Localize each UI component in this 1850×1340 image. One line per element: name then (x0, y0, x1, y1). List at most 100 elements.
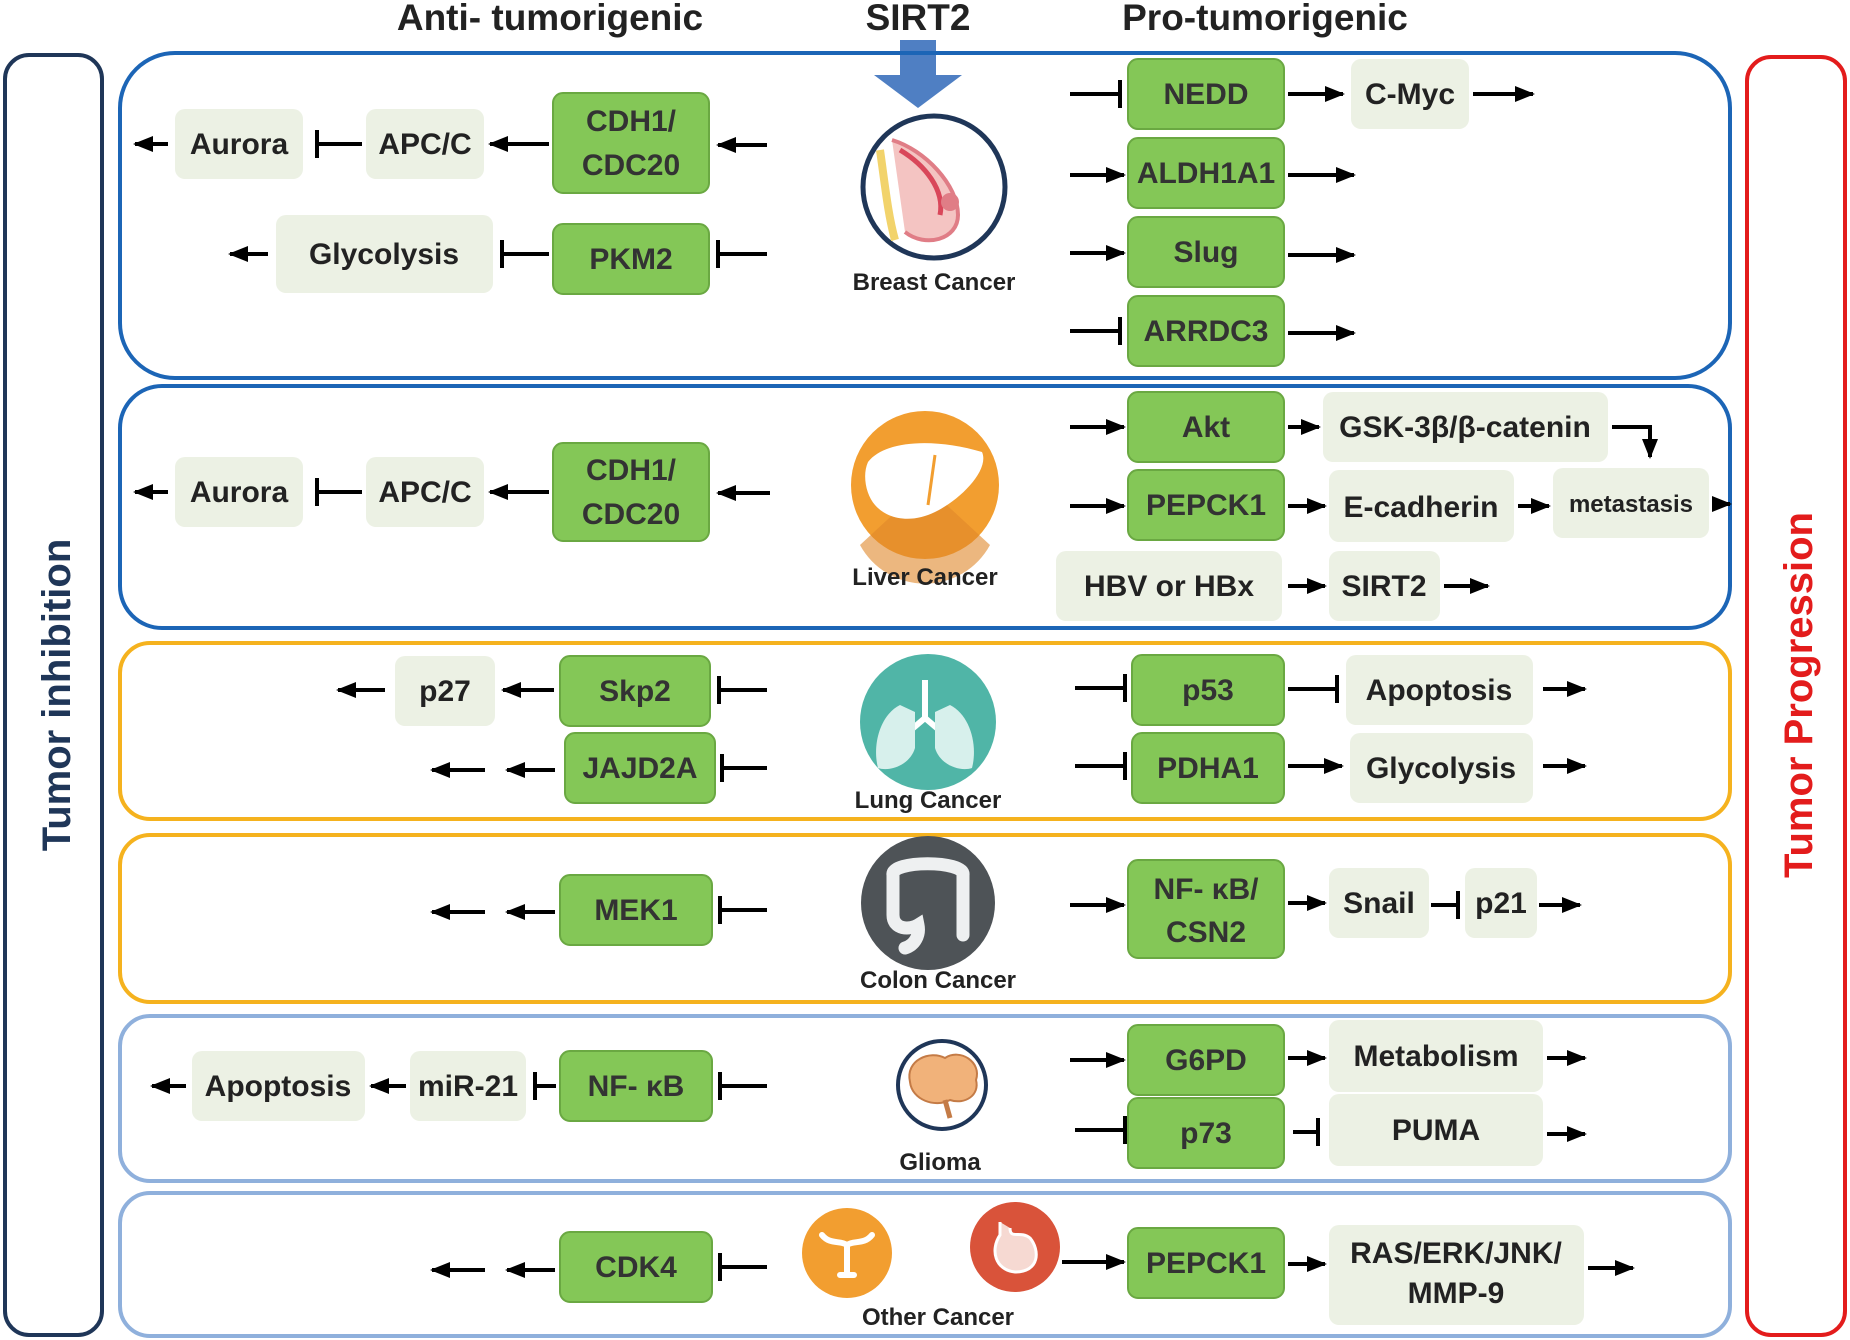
node-e-cadherin (1329, 470, 1514, 542)
node-glycolysis-lung (1350, 733, 1533, 803)
node-cdc20-label: CDC20 (582, 149, 680, 182)
tumor-progression-label: Tumor Progression (1777, 512, 1821, 878)
node-slug (1127, 216, 1285, 288)
node-cdh1-cdc20-liver (552, 442, 710, 542)
node-nfkb-csn2-label-a: NF- κB/ (1153, 873, 1259, 906)
node-pepck1-other-label: PEPCK1 (1146, 1247, 1266, 1280)
node-e-cadherin-label: E-cadherin (1343, 491, 1498, 524)
node-pkm2-label: PKM2 (589, 243, 672, 276)
node-nfkb-csn2 (1127, 859, 1285, 959)
node-nfkb-glioma (559, 1050, 713, 1122)
node-skp2 (559, 655, 711, 727)
node-mek1-label: MEK1 (594, 894, 677, 927)
node-apoptosis-lung-label: Apoptosis (1366, 674, 1513, 707)
node-metastasis (1553, 468, 1709, 538)
node-c-myc-label: C-Myc (1365, 78, 1455, 111)
uterus-icon (802, 1208, 892, 1298)
node-glycolysis-lung-label: Glycolysis (1366, 752, 1516, 785)
header-anti-tumorigenic: Anti- tumorigenic (397, 0, 703, 38)
other-cancer-label: Other Cancer (862, 1304, 1014, 1331)
node-cdc20-liver-label: CDC20 (582, 498, 680, 531)
node-hbv-hbx (1056, 551, 1282, 621)
node-gsk3b-catenin-label: GSK-3β/β-catenin (1339, 411, 1591, 444)
brain-icon (896, 1039, 988, 1131)
node-aurora-label: Aurora (190, 128, 289, 161)
panel-colon-cancer (118, 833, 1732, 1004)
node-p21 (1465, 868, 1537, 938)
node-cdh1-label: CDH1/ (586, 105, 677, 138)
node-p73 (1127, 1097, 1285, 1169)
node-pepck1 (1127, 469, 1285, 541)
node-nfkb-csn2-label-b: CSN2 (1166, 916, 1246, 949)
node-aurora-liver (175, 457, 303, 527)
colon-anti-edges (430, 896, 767, 924)
node-apoptosis-lung (1346, 655, 1533, 725)
node-nedd (1127, 58, 1285, 130)
liver-cancer-label: Liver Cancer (852, 564, 997, 591)
panel-breast-cancer (118, 51, 1732, 380)
node-cdh1-liver-label: CDH1/ (586, 454, 677, 487)
node-mek1 (559, 874, 713, 946)
node-aldh1a1-label: ALDH1A1 (1137, 157, 1275, 190)
node-aldh1a1 (1127, 137, 1285, 209)
node-apc-c (366, 109, 484, 179)
node-jajd2a-label: JAJD2A (582, 752, 697, 785)
panel-other-cancer (118, 1191, 1732, 1338)
node-puma-label: PUMA (1392, 1114, 1480, 1147)
colon-icon (861, 836, 995, 970)
node-akt-label: Akt (1182, 411, 1230, 444)
breast-cancer-label: Breast Cancer (853, 269, 1016, 296)
liver-anti-edges (133, 478, 770, 506)
node-p53 (1131, 654, 1285, 726)
node-jajd2a (564, 732, 716, 804)
node-cdh1-cdc20 (552, 92, 710, 194)
node-akt (1127, 391, 1285, 463)
node-apc-c-liver (366, 457, 484, 527)
node-arrdc3-label: ARRDC3 (1143, 315, 1268, 348)
colon-cancer-label: Colon Cancer (860, 967, 1016, 994)
node-cdk4-label: CDK4 (595, 1251, 677, 1284)
node-apc-c-liver-label: APC/C (378, 476, 471, 509)
node-pdha1 (1131, 732, 1285, 804)
breast-anti-edges (133, 130, 767, 268)
node-apoptosis-glioma (192, 1051, 365, 1121)
node-c-myc (1351, 59, 1469, 129)
node-nedd-label: NEDD (1163, 78, 1248, 111)
liver-icon (851, 411, 999, 584)
node-pepck1-label: PEPCK1 (1146, 489, 1266, 522)
node-pdha1-label: PDHA1 (1157, 752, 1259, 785)
node-ras-erk-jnk-mmp9 (1329, 1225, 1584, 1325)
header-pro-tumorigenic: Pro-tumorigenic (1122, 0, 1408, 38)
node-nfkb-glioma-label: NF- κB (588, 1070, 685, 1103)
node-metabolism (1329, 1020, 1543, 1092)
node-glycolysis-label: Glycolysis (309, 238, 459, 271)
node-g6pd-label: G6PD (1165, 1044, 1247, 1077)
stomach-icon (970, 1202, 1060, 1292)
node-puma (1329, 1094, 1543, 1166)
liver-pro-edges (1070, 419, 1732, 594)
node-hbv-hbx-label: HBV or HBx (1084, 570, 1254, 603)
other-pro-edges (1062, 1254, 1635, 1276)
tumor-inhibition-label: Tumor inhibition (35, 539, 79, 852)
lungs-icon (860, 654, 996, 790)
node-p73-label: p73 (1180, 1117, 1232, 1150)
node-pkm2 (552, 223, 710, 295)
breast-icon (860, 113, 1008, 261)
node-p53-label: p53 (1182, 674, 1234, 707)
node-metabolism-label: Metabolism (1353, 1040, 1518, 1073)
node-gsk3b-catenin (1323, 392, 1608, 462)
node-arrdc3 (1127, 295, 1285, 367)
tumor-inhibition-bar (3, 53, 104, 1337)
node-mir-21-label: miR-21 (418, 1070, 518, 1103)
node-apc-c-label: APC/C (378, 128, 471, 161)
panel-glioma (118, 1014, 1732, 1183)
glioma-label: Glioma (899, 1149, 981, 1176)
node-pepck1-other (1127, 1227, 1285, 1299)
node-ras-label-a: RAS/ERK/JNK/ (1350, 1237, 1562, 1270)
node-skp2-label: Skp2 (599, 675, 671, 708)
glioma-anti-edges (150, 1072, 767, 1100)
lung-pro-edges (1075, 674, 1587, 780)
header-sirt2: SIRT2 (866, 0, 971, 38)
glioma-pro-edges (1070, 1050, 1587, 1146)
